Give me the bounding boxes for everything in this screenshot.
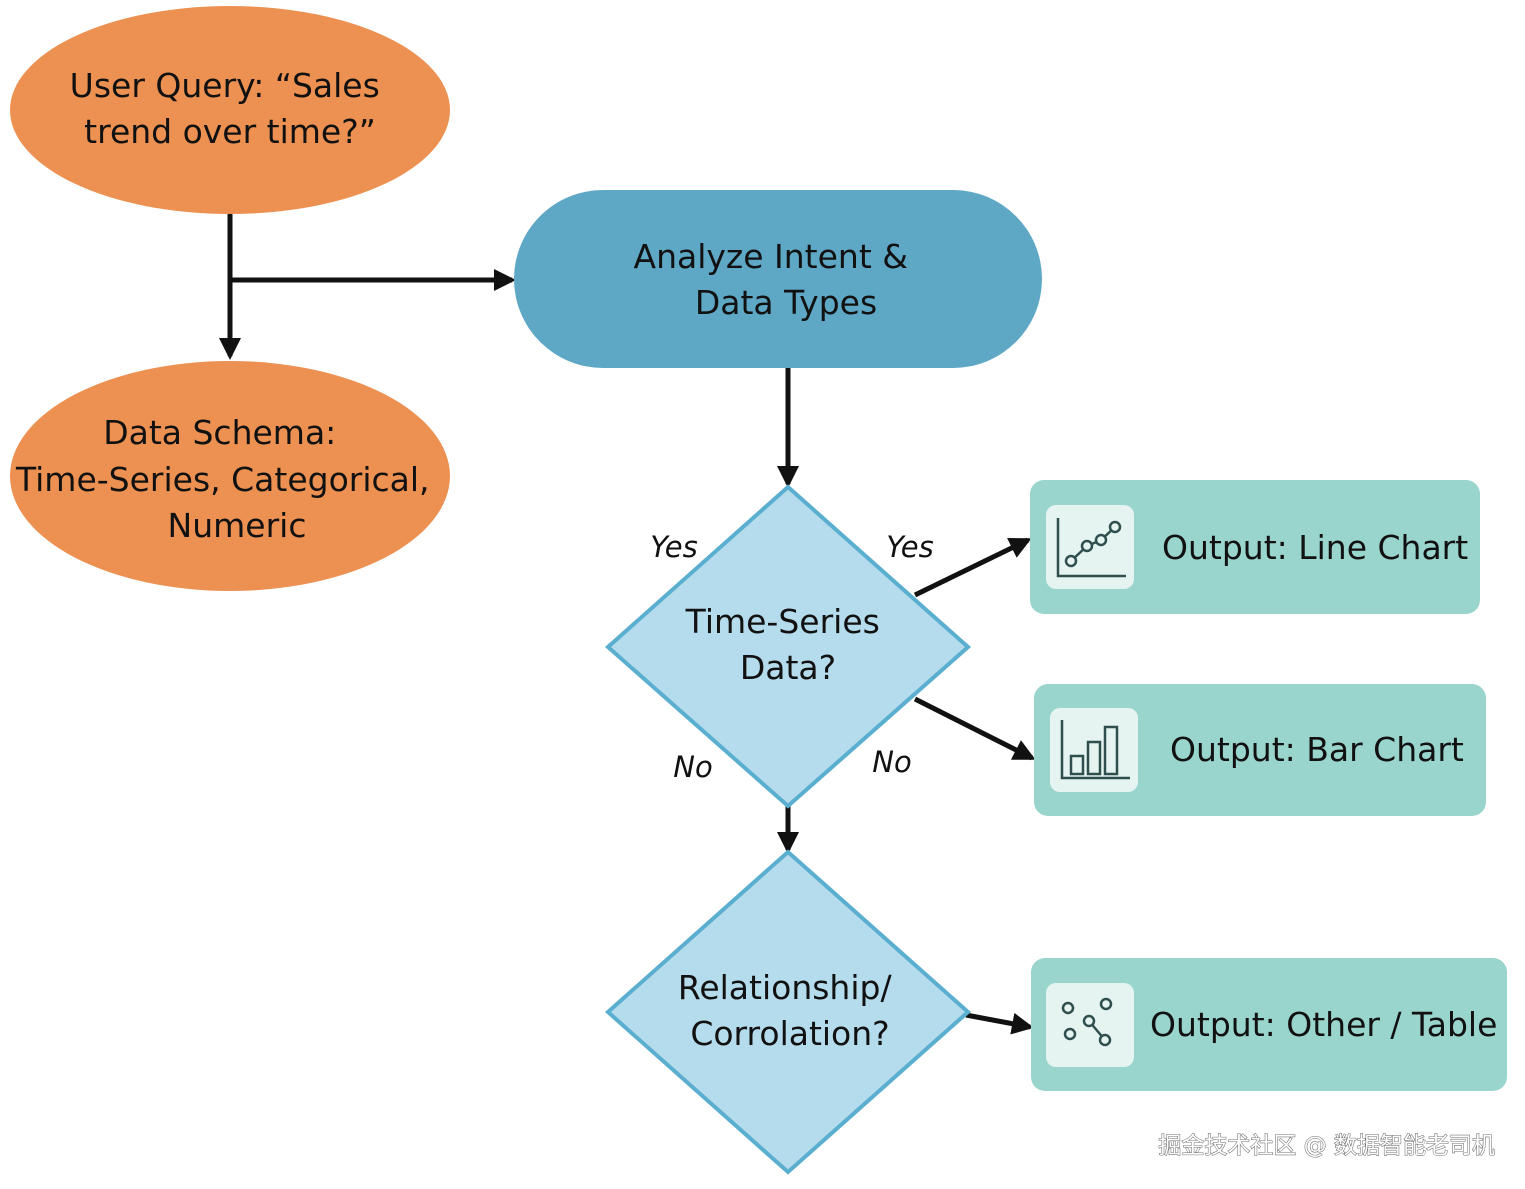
- analyze-intent-node: Analyze Intent & Data Types: [514, 190, 1042, 368]
- timeseries-line-2: Data?: [740, 648, 836, 687]
- edge-label-no-right: No: [872, 745, 911, 779]
- bar-chart-icon: [1050, 708, 1138, 792]
- data-schema-line-3: Numeric: [168, 506, 307, 545]
- svg-text:User Query: “Sales trend: User Query: “Sales trend over time?”: [70, 66, 391, 151]
- svg-text:Data Schema: Time-Series: Data Schema: Time-Series, Categorical, N…: [15, 413, 440, 545]
- edge-label-yes-left: Yes: [650, 530, 697, 564]
- relationship-line-2: Corrolation?: [690, 1014, 889, 1053]
- user-query-node: User Query: “Sales trend over time?”: [10, 6, 450, 214]
- svg-text:Analyze Intent & Data Ty: Analyze Intent & Data Types: [634, 237, 919, 322]
- edge-relationship-to-other: [965, 1012, 1034, 1035]
- output-line-chart-node: Output: Line Chart: [1030, 480, 1480, 614]
- watermark-text: 掘金技术社区 @ 数据智能老司机: [1158, 1133, 1495, 1159]
- timeseries-line-1: Time-Series: [685, 602, 880, 641]
- output-other-table-label: Output: Other / Table: [1150, 1005, 1497, 1044]
- edge-timeseries-to-bar: [913, 696, 1036, 761]
- output-bar-chart-label: Output: Bar Chart: [1170, 730, 1464, 769]
- data-schema-node: Data Schema: Time-Series, Categorical, N…: [10, 361, 450, 591]
- edge-label-no-left: No: [673, 750, 712, 784]
- output-line-chart-label: Output: Line Chart: [1162, 528, 1468, 567]
- analyze-line-1: Analyze Intent &: [634, 237, 909, 276]
- output-bar-chart-node: Output: Bar Chart: [1034, 684, 1486, 816]
- relationship-line-1: Relationship/: [678, 968, 893, 1007]
- relationship-decision-node: Relationship/ Corrolation?: [604, 849, 972, 1175]
- output-other-table-node: Output: Other / Table: [1031, 958, 1507, 1091]
- user-query-line-1: User Query: “Sales: [70, 66, 380, 105]
- edge-timeseries-to-line: [913, 537, 1032, 598]
- timeseries-decision-node: Time-Series Data?: [604, 484, 972, 809]
- user-query-line-2: trend over time?”: [84, 112, 376, 151]
- data-schema-line-1: Data Schema:: [103, 413, 336, 452]
- svg-text:Time-Series Data?: Time-Series Data?: [685, 602, 891, 687]
- analyze-line-2: Data Types: [695, 283, 877, 322]
- data-schema-line-2: Time-Series, Categorical,: [15, 460, 430, 499]
- line-chart-icon: [1046, 505, 1134, 589]
- connectors: [219, 214, 1036, 1035]
- edge-label-yes-right: Yes: [886, 530, 933, 564]
- scatter-plot-icon: [1046, 983, 1134, 1067]
- svg-text:Relationship/ Corrolatio: Relationship/ Corrolation?: [678, 968, 902, 1053]
